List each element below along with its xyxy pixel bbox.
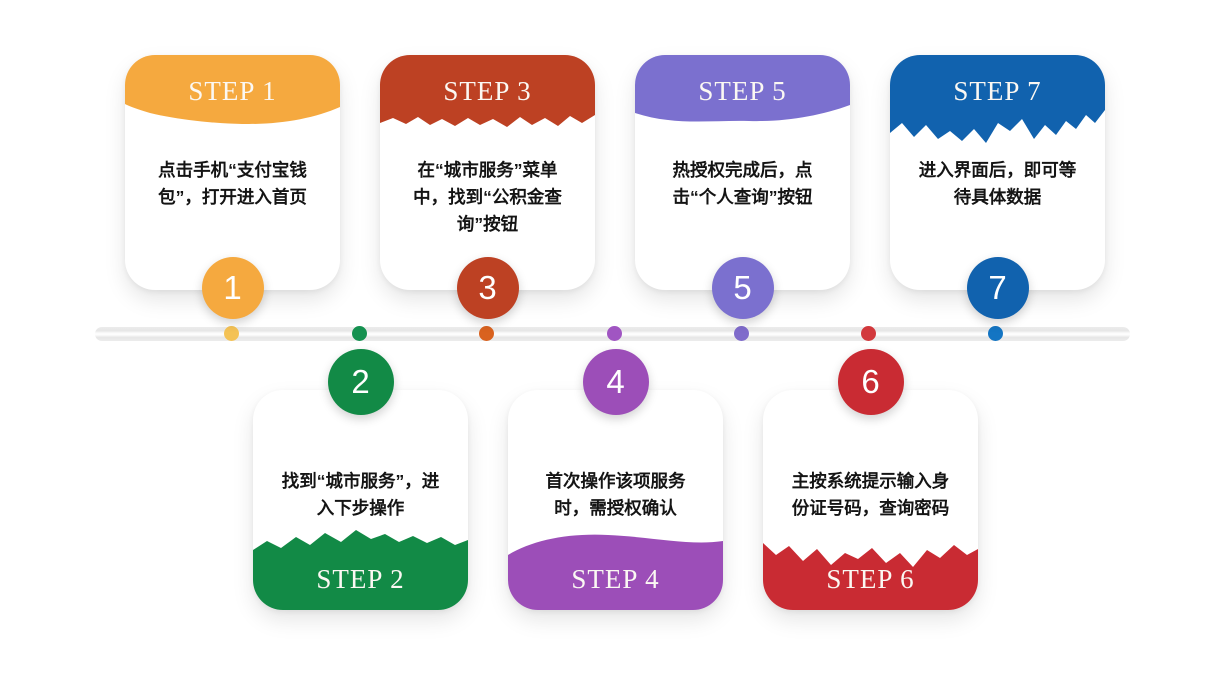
step-label: STEP 7 — [953, 76, 1042, 106]
step-label: STEP 1 — [188, 76, 277, 106]
timeline-dot-2 — [352, 326, 367, 341]
card-footer-band — [508, 534, 723, 610]
card-surface — [890, 55, 1105, 290]
timeline-dot-1 — [224, 326, 239, 341]
card-header-band — [890, 55, 1105, 143]
step-label: STEP 3 — [443, 76, 532, 106]
step-description: 在“城市服务”菜单中，找到“公积金查询”按钮 — [413, 160, 562, 235]
step-number-badge: 4 — [582, 349, 649, 415]
step-card-1: STEP 1 点击手机“支付宝钱包”，打开进入首页 1 — [125, 55, 340, 319]
step-card-4: STEP 4 首次操作该项服务时，需授权确认 4 — [508, 349, 723, 610]
step-number-badge: 1 — [201, 257, 264, 319]
step-number-badge: 6 — [837, 349, 904, 415]
card-header-band — [635, 55, 850, 122]
step-card-7: STEP 7 进入界面后，即可等待具体数据 7 — [890, 55, 1105, 319]
timeline-dot-6 — [861, 326, 876, 341]
timeline-dot-5 — [734, 326, 749, 341]
step-label: STEP 5 — [698, 76, 787, 106]
step-label: STEP 6 — [826, 564, 915, 594]
step-label: STEP 2 — [316, 564, 405, 594]
step-number-badge: 7 — [966, 257, 1029, 319]
timeline-dot-3 — [479, 326, 494, 341]
timeline-dot-4 — [607, 326, 622, 341]
step-card-3: STEP 3 在“城市服务”菜单中，找到“公积金查询”按钮 3 — [380, 55, 595, 319]
card-header-band — [380, 55, 595, 127]
step-description: 首次操作该项服务时，需授权确认 — [545, 471, 686, 519]
step-description: 点击手机“支付宝钱包”，打开进入首页 — [158, 160, 307, 208]
step-description: 找到“城市服务”，进入下步操作 — [281, 471, 440, 519]
step-description: 进入界面后，即可等待具体数据 — [918, 160, 1077, 208]
step-card-5: STEP 5 热授权完成后，点击“个人查询”按钮 5 — [635, 55, 850, 319]
step-label: STEP 4 — [571, 564, 660, 594]
card-surface — [508, 390, 723, 610]
card-surface — [380, 55, 595, 290]
step-description: 主按系统提示输入身份证号码，查询密码 — [791, 471, 950, 519]
step-description: 热授权完成后，点击“个人查询”按钮 — [672, 160, 813, 208]
card-surface — [125, 55, 340, 290]
card-footer-band — [763, 543, 978, 610]
step-number-badge: 3 — [456, 257, 519, 319]
card-header-band — [125, 55, 340, 124]
card-surface — [635, 55, 850, 290]
timeline-dot-7 — [988, 326, 1003, 341]
card-surface — [763, 390, 978, 610]
step-card-6: STEP 6 主按系统提示输入身份证号码，查询密码 6 — [763, 349, 978, 610]
step-number-badge: 5 — [711, 257, 774, 319]
card-footer-band — [253, 530, 468, 610]
step-card-2: STEP 2 找到“城市服务”，进入下步操作 2 — [253, 349, 468, 610]
step-number-badge: 2 — [327, 349, 394, 415]
card-surface — [253, 390, 468, 610]
